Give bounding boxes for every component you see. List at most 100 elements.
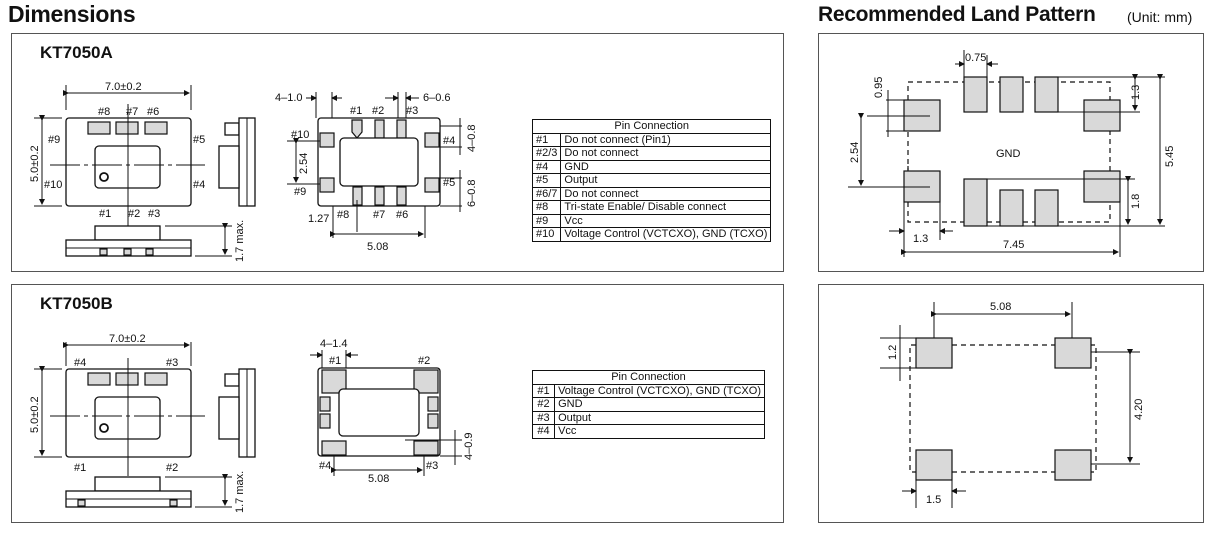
kt7050a-pad-width-4: 4–1.0 xyxy=(275,92,303,104)
pin-id: #1 xyxy=(531,383,556,398)
pin-label: #6 xyxy=(396,209,408,221)
pin-id: #4 xyxy=(531,159,562,174)
pin-label: #3 xyxy=(148,208,160,220)
pin-table-header: Pin Connection xyxy=(531,119,772,134)
pin-desc: Voltage Control (VCTCXO), GND (TCXO) xyxy=(554,383,765,398)
kt7050a-height-dim: 5.0±0.2 xyxy=(29,145,41,182)
kt7050a-span-508: 5.08 xyxy=(367,241,388,253)
kt7050a-pitch-127: 1.27 xyxy=(308,213,329,225)
pin-label: #4 xyxy=(193,179,205,191)
kt7050a-land-pattern: GND 0.75 0.95 1.3 5.45 2.54 1.8 1.3 7.45 xyxy=(848,50,1176,257)
kt7050b-title: KT7050B xyxy=(40,294,113,313)
pin-label: #6 xyxy=(147,106,159,118)
land-pitch: 2.54 xyxy=(849,142,861,163)
land-b-pad-width: 1.5 xyxy=(926,494,941,506)
pin-label: #7 xyxy=(373,209,385,221)
land-pattern-heading: Recommended Land Pattern xyxy=(818,3,1096,26)
pin-label: #2 xyxy=(372,105,384,117)
pin-desc: Output xyxy=(554,410,765,425)
kt7050a-land-panel xyxy=(818,33,1204,272)
kt7050b-width-dim: 7.0±0.2 xyxy=(109,333,146,345)
kt7050b-top-view: 7.0±0.2 5.0±0.2 #4 #3 #1 #2 xyxy=(29,333,205,476)
kt7050b-land-pattern: 5.08 1.2 4.20 1.5 xyxy=(880,301,1145,508)
kt7050a-pitch-254: 2.54 xyxy=(298,153,310,174)
kt7050a-side-view xyxy=(218,117,256,207)
pin-label: #1 xyxy=(350,105,362,117)
land-pad-width: 0.75 xyxy=(965,52,986,64)
pin-label: #2 xyxy=(418,355,430,367)
land-total-height: 5.45 xyxy=(1164,146,1176,167)
pin-label: #1 xyxy=(74,462,86,474)
land-b-pitch: 4.20 xyxy=(1133,399,1145,420)
pin-label: #4 xyxy=(443,135,455,147)
unit-label: (Unit: mm) xyxy=(1127,9,1193,25)
kt7050b-pad-height: 4–0.9 xyxy=(463,432,475,460)
pin-label: #4 xyxy=(74,357,86,369)
land-gnd-label: GND xyxy=(996,148,1021,160)
kt7050b-span: 5.08 xyxy=(368,473,389,485)
pin-label: #3 xyxy=(426,460,438,472)
kt7050b-side-view xyxy=(218,368,256,458)
kt7050a-height-max: 1.7 max. xyxy=(234,220,246,262)
pin-desc: GND xyxy=(554,397,765,412)
pin-label: #2 xyxy=(166,462,178,474)
pin-label: #10 xyxy=(44,179,62,191)
kt7050b-pad-width: 4–1.4 xyxy=(320,338,348,350)
land-b-pad-height: 1.2 xyxy=(887,345,899,360)
pin-label: #3 xyxy=(166,357,178,369)
land-pad-height: 0.95 xyxy=(873,77,885,98)
pin-desc: Vcc xyxy=(554,424,765,439)
kt7050a-pad-width-6: 6–0.6 xyxy=(423,92,451,104)
land-side-width: 1.3 xyxy=(913,233,928,245)
pin-label: #9 xyxy=(48,134,60,146)
pin-label: #9 xyxy=(294,186,306,198)
pin-id: #10 xyxy=(531,227,562,242)
pin-desc: Voltage Control (VCTCXO), GND (TCXO) xyxy=(560,227,772,242)
pin-label: #8 xyxy=(337,209,349,221)
pin-id: #4 xyxy=(531,424,556,439)
land-top-height: 1.3 xyxy=(1130,85,1142,100)
kt7050a-pad-h-6: 6–0.8 xyxy=(466,179,478,207)
pin-label: #8 xyxy=(98,106,110,118)
kt7050a-top-view: 7.0±0.2 5.0±0.2 #8 #7 #6 #9 #5 #10 #4 #1… xyxy=(29,81,205,240)
kt7050b-land-panel xyxy=(818,284,1204,523)
pin-desc: Tri-state Enable/ Disable connect xyxy=(560,200,772,215)
pin-label: #7 xyxy=(126,106,138,118)
kt7050b-bottom-view: 4–1.4 #1 #2 #4 #3 4–0.9 5.08 xyxy=(310,338,475,485)
kt7050a-width-dim: 7.0±0.2 xyxy=(105,81,142,93)
pin-label: #5 xyxy=(193,134,205,146)
pin-id: #2 xyxy=(531,397,556,412)
kt7050b-front-view: 1.7 max. xyxy=(65,471,246,513)
kt7050a-title: KT7050A xyxy=(40,43,113,62)
land-bottom-height: 1.8 xyxy=(1130,194,1142,209)
land-total-width: 7.45 xyxy=(1003,239,1024,251)
kt7050a-bottom-view: 4–1.0 6–0.6 #1 #2 #3 #10 #4 #9 #5 #8 #7 … xyxy=(275,92,478,253)
pin-label: #1 xyxy=(99,208,111,220)
kt7050b-height-dim: 5.0±0.2 xyxy=(29,396,41,433)
pin-label: #2 xyxy=(128,208,140,220)
pin-id: #3 xyxy=(531,410,556,425)
pin-table-header: Pin Connection xyxy=(532,370,765,385)
pin-label: #5 xyxy=(443,177,455,189)
pin-label: #3 xyxy=(406,105,418,117)
pin-label: #1 xyxy=(329,355,341,367)
land-b-span: 5.08 xyxy=(990,301,1011,313)
kt7050b-height-max: 1.7 max. xyxy=(234,471,246,513)
kt7050a-front-view: 1.7 max. xyxy=(65,220,246,262)
dimensions-heading: Dimensions xyxy=(8,1,136,27)
pin-label: #4 xyxy=(319,460,331,472)
kt7050a-pad-h-4: 4–0.8 xyxy=(466,124,478,152)
